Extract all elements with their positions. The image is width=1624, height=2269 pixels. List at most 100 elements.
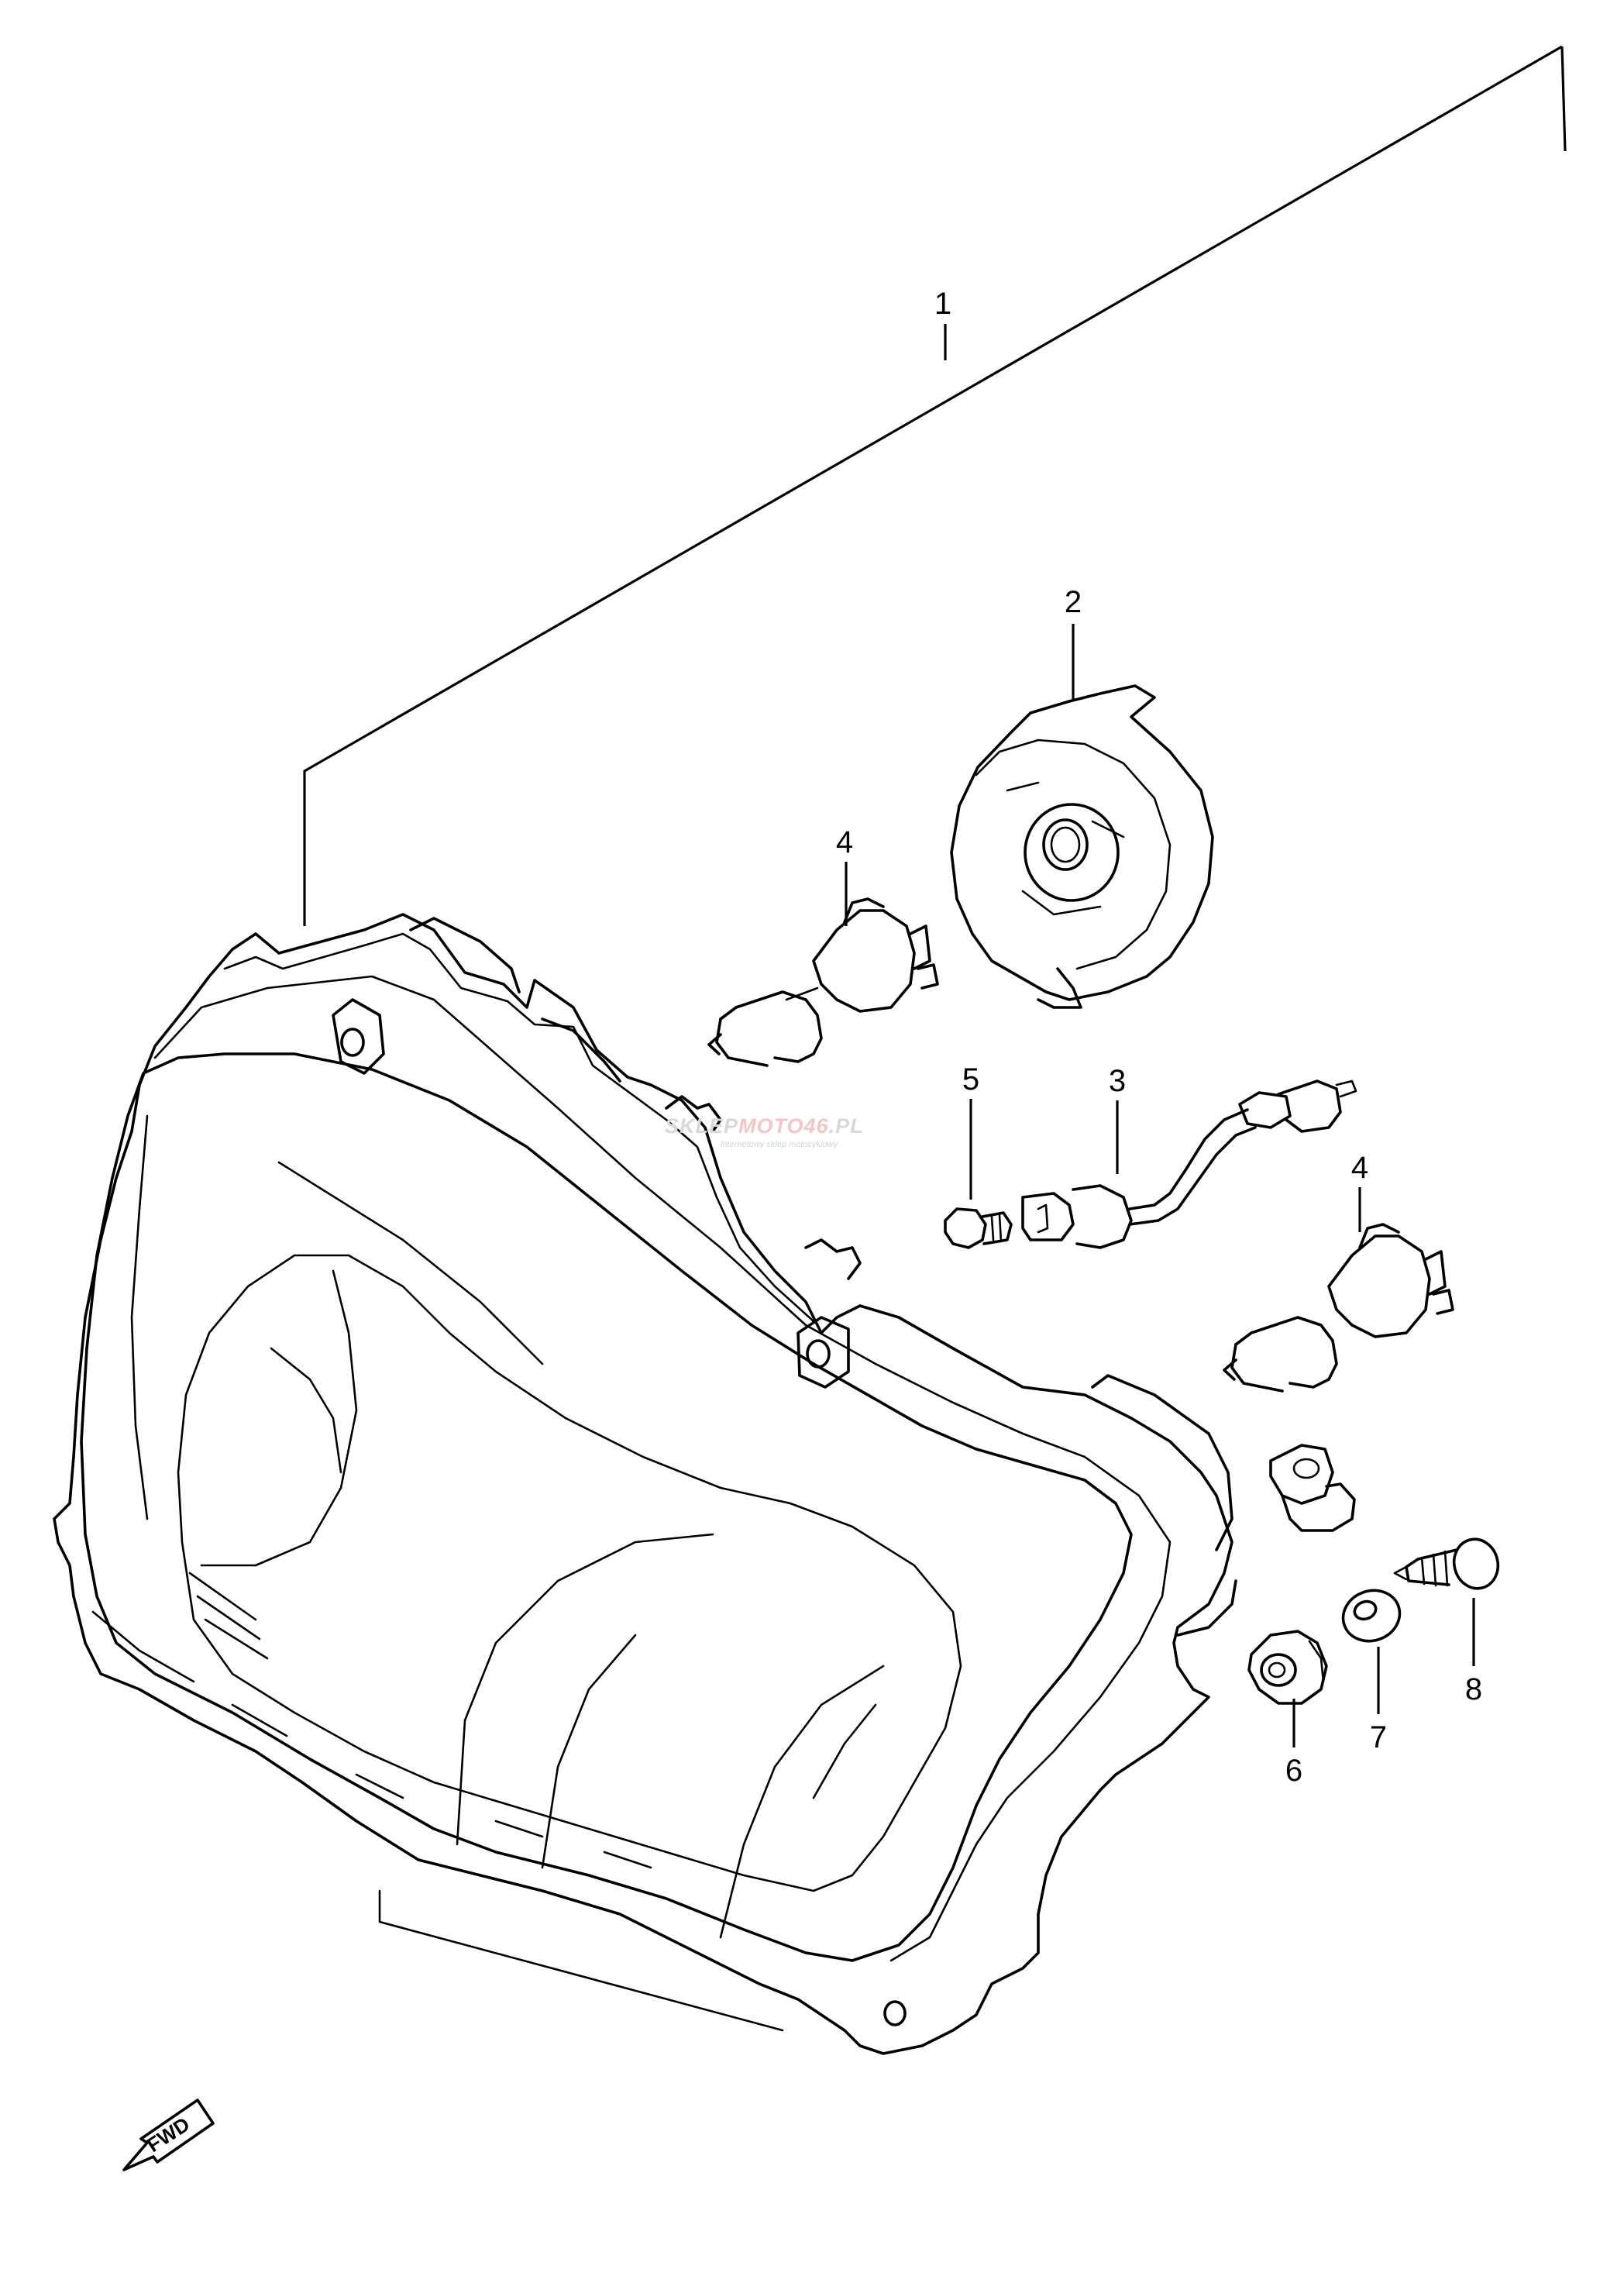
harness-wire-lower — [1128, 1126, 1257, 1226]
grommet-outer — [1247, 1630, 1328, 1705]
bezel-outline — [153, 975, 1172, 1962]
lens-trim-dashes — [91, 1610, 652, 1869]
lower-rim-step — [378, 1889, 784, 2032]
rear-socket-right — [1091, 1374, 1233, 1551]
callout-8: 8 — [1465, 1672, 1482, 1706]
bulb-upper-tip — [707, 1033, 722, 1055]
mount-hole-top-left — [340, 1028, 365, 1057]
harness-wire-upper — [1128, 1108, 1249, 1210]
bulb-lower-flange — [1358, 1223, 1400, 1249]
elbow-grommet — [1269, 1444, 1356, 1532]
lens-outline — [80, 1052, 1133, 1962]
bulb-upper-neck — [785, 986, 819, 1001]
socket-key — [1037, 1203, 1049, 1234]
harness-connector — [1277, 1079, 1342, 1133]
watermark-brand-accent: MOTO46 — [738, 1114, 829, 1138]
watermark-brand-prefix: SKLEP — [665, 1114, 738, 1138]
leader-lines — [303, 45, 1567, 1747]
screw-head — [1452, 1537, 1500, 1590]
bulb-lower-terminals — [1424, 1250, 1454, 1315]
socket-collar — [1072, 1184, 1133, 1249]
washer-outer — [1341, 1589, 1402, 1643]
bulb-upper-base — [812, 909, 916, 1013]
screw-shank — [1405, 1548, 1458, 1586]
reflector-line-left-2 — [270, 1347, 342, 1474]
callout-2: 2 — [1065, 585, 1082, 619]
callout-3: 3 — [1109, 1064, 1126, 1098]
reflector-curve-center — [456, 1533, 714, 1846]
mount-lug-top-left — [332, 998, 385, 1075]
position-bulb-base — [981, 1211, 1013, 1245]
washer-hole — [1353, 1599, 1378, 1621]
leader-line-assembly-bracket — [303, 45, 1563, 926]
washer — [1341, 1589, 1402, 1643]
reflector-curve-right — [719, 1665, 885, 1939]
elbow-grommet-bottom — [1281, 1482, 1356, 1532]
callout-6: 6 — [1285, 1754, 1302, 1788]
socket-cover-inner-rim — [975, 739, 1172, 970]
socket-cover-boot — [1024, 803, 1120, 902]
socket-cover-ribs — [1006, 781, 1125, 916]
forward-indicator: FWD — [122, 2099, 215, 2171]
bulb-upper-flange — [843, 897, 885, 924]
callout-7: 7 — [1370, 1720, 1387, 1754]
bulb-lower-glass-bottom — [1230, 1343, 1284, 1393]
grommet-face — [1260, 1653, 1297, 1687]
position-bulb-contacts — [990, 1214, 1003, 1243]
adjuster-knob-upper — [665, 1095, 722, 1133]
reflector-curve-right-2 — [812, 1703, 877, 1799]
socket-cover-hole — [1042, 818, 1089, 871]
socket-cover-hole-inner — [1050, 826, 1081, 863]
callout-4-upper: 4 — [836, 825, 853, 859]
rear-socket-lower — [1176, 1579, 1237, 1637]
bulb-lower-base — [1327, 1234, 1431, 1338]
screw — [1393, 1537, 1500, 1590]
bulb-upper-glass — [719, 990, 823, 1063]
grommet — [1247, 1630, 1328, 1705]
bulb-upper — [707, 897, 939, 1067]
lens-hatch — [188, 1572, 269, 1660]
socket-harness — [1021, 1079, 1357, 1249]
position-bulb-glass — [944, 1207, 987, 1249]
reflector-line-left-1 — [130, 1114, 149, 1520]
watermark: SKLEPMOTO46.PL internetowy sklep motocyk… — [665, 1114, 864, 1149]
harness-connector-boot — [1238, 1091, 1292, 1129]
housing-outline — [53, 913, 1233, 2055]
fwd-arrow-icon — [122, 2099, 215, 2171]
callout-5: 5 — [962, 1062, 979, 1097]
grommet-hole — [1268, 1661, 1286, 1679]
mount-hole-right — [806, 1339, 831, 1369]
bulb-upper-glass-bottom — [715, 1017, 769, 1067]
elbow-grommet-opening — [1292, 1458, 1320, 1479]
bulb-lower-glass — [1234, 1316, 1338, 1389]
callout-1: 1 — [934, 287, 951, 321]
watermark-brand: SKLEPMOTO46.PL — [665, 1114, 864, 1138]
socket-cover — [950, 684, 1214, 1009]
rear-cover-mid — [541, 1017, 621, 1083]
socket-body — [1021, 1192, 1075, 1241]
elbow-grommet-top — [1269, 1444, 1334, 1505]
reflector-curve-mid — [541, 1634, 637, 1869]
watermark-tagline: internetowy sklep motocyklowy — [721, 1140, 839, 1149]
rear-cover-top — [409, 917, 521, 993]
socket-cover-tab — [1037, 967, 1082, 1009]
position-bulb — [944, 1207, 1013, 1249]
callout-4-lower: 4 — [1351, 1151, 1368, 1185]
bulb-upper-terminals — [909, 924, 939, 990]
callout-labels: 1 2 3 4 4 5 6 7 8 — [836, 287, 1482, 1788]
reflector-line-upper — [277, 1161, 544, 1365]
inner-reflector-left — [200, 1269, 358, 1567]
bulb-lower-tip — [1223, 1358, 1237, 1381]
socket-cover-shell — [950, 684, 1214, 1001]
grommet-rib — [1308, 1640, 1325, 1683]
watermark-brand-suffix: .PL — [829, 1114, 864, 1138]
screw-thread — [1393, 1550, 1449, 1587]
leader-line-assembly-right — [1560, 46, 1567, 152]
mount-hole-bottom — [883, 2000, 907, 2026]
headlamp-assembly — [53, 913, 1237, 2055]
mount-lug-right — [797, 1316, 850, 1389]
lens-inner-window — [177, 1254, 962, 1892]
bulb-lower — [1223, 1223, 1454, 1393]
